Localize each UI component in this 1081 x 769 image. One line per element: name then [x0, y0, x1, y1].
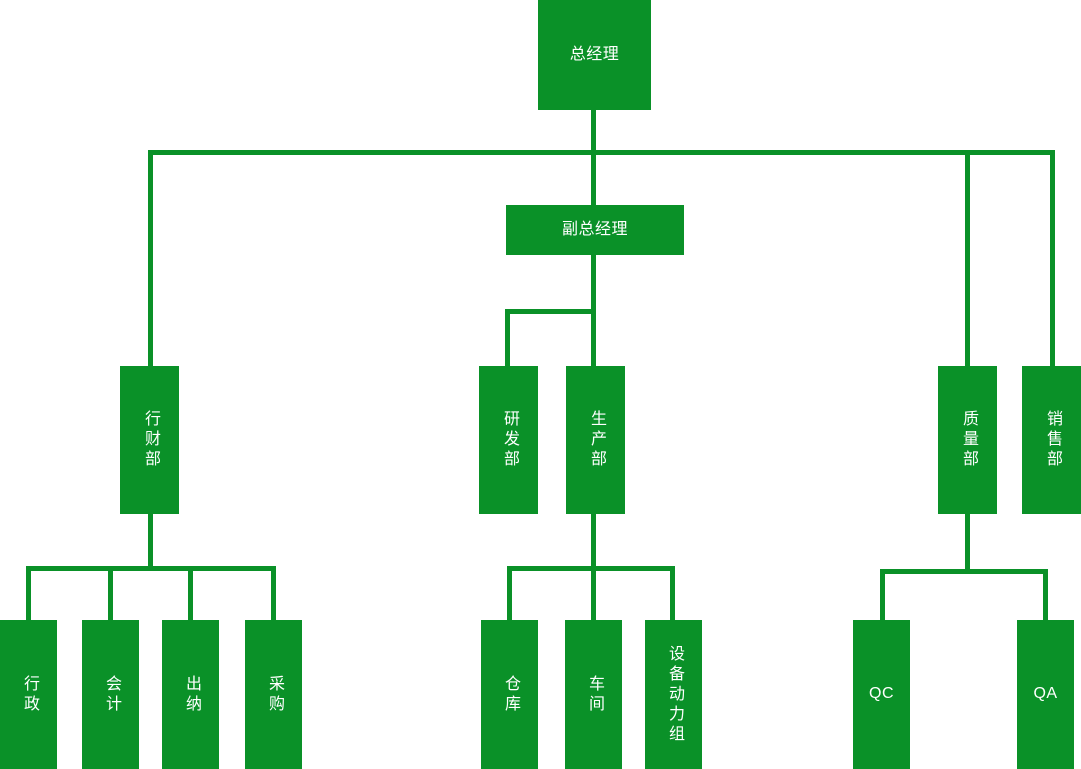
node-label: QA	[1033, 685, 1058, 703]
node-admin-finance-dept[interactable]: 行财部	[120, 366, 179, 514]
connector-main-bus	[148, 150, 1055, 155]
node-label: QC	[869, 685, 894, 703]
connector-drop-accounting	[108, 566, 113, 621]
node-label: 生产部	[587, 410, 605, 470]
connector-drop-cashier	[188, 566, 193, 621]
node-qa[interactable]: QA	[1017, 620, 1074, 769]
node-cashier[interactable]: 出纳	[162, 620, 219, 769]
connector-drop-workshop	[591, 566, 596, 621]
connector-drop-rnd	[505, 309, 510, 367]
node-label: 出纳	[182, 674, 200, 715]
node-label: 设备动力组	[665, 644, 683, 745]
connector-drop-deputy-gm	[591, 150, 596, 206]
connector-admin-finance-bar	[26, 566, 276, 571]
node-label: 仓库	[501, 674, 519, 715]
connector-drop-sales	[1050, 150, 1055, 367]
node-administration[interactable]: 行政	[0, 620, 57, 769]
connector-gm-stem	[591, 110, 596, 155]
node-qc[interactable]: QC	[853, 620, 910, 769]
connector-drop-warehouse	[507, 566, 512, 621]
connector-quality-stem	[965, 513, 970, 572]
node-quality-dept[interactable]: 质量部	[938, 366, 997, 514]
node-accounting[interactable]: 会计	[82, 620, 139, 769]
node-general-manager[interactable]: 总经理	[538, 0, 651, 110]
connector-drop-qa	[1043, 569, 1048, 621]
connector-production-stem	[591, 513, 596, 569]
connector-drop-equipment-power	[670, 566, 675, 621]
node-label: 销售部	[1043, 410, 1061, 470]
connector-admin-finance-stem	[148, 513, 153, 569]
node-label: 副总经理	[561, 220, 628, 238]
connector-drop-admin-finance	[148, 150, 153, 367]
connector-drop-quality	[965, 150, 970, 367]
node-label: 总经理	[569, 45, 620, 63]
node-label: 质量部	[959, 410, 977, 470]
node-label: 行政	[20, 674, 38, 715]
node-label: 采购	[265, 674, 283, 715]
node-label: 行财部	[141, 410, 159, 470]
node-workshop[interactable]: 车间	[565, 620, 622, 769]
connector-drop-purchasing	[271, 566, 276, 621]
node-deputy-general-manager[interactable]: 副总经理	[506, 205, 684, 255]
connector-drop-qc	[880, 569, 885, 621]
connector-drop-administration	[26, 566, 31, 621]
connector-deputy-branch-bar	[505, 309, 595, 314]
node-purchasing[interactable]: 采购	[245, 620, 302, 769]
node-production-dept[interactable]: 生产部	[566, 366, 625, 514]
node-rnd-dept[interactable]: 研发部	[479, 366, 538, 514]
node-label: 研发部	[500, 410, 518, 470]
node-label: 会计	[102, 674, 120, 715]
node-warehouse[interactable]: 仓库	[481, 620, 538, 769]
connector-quality-bar	[880, 569, 1048, 574]
node-label: 车间	[585, 674, 603, 715]
node-sales-dept[interactable]: 销售部	[1022, 366, 1081, 514]
node-equipment-power-group[interactable]: 设备动力组	[645, 620, 702, 769]
